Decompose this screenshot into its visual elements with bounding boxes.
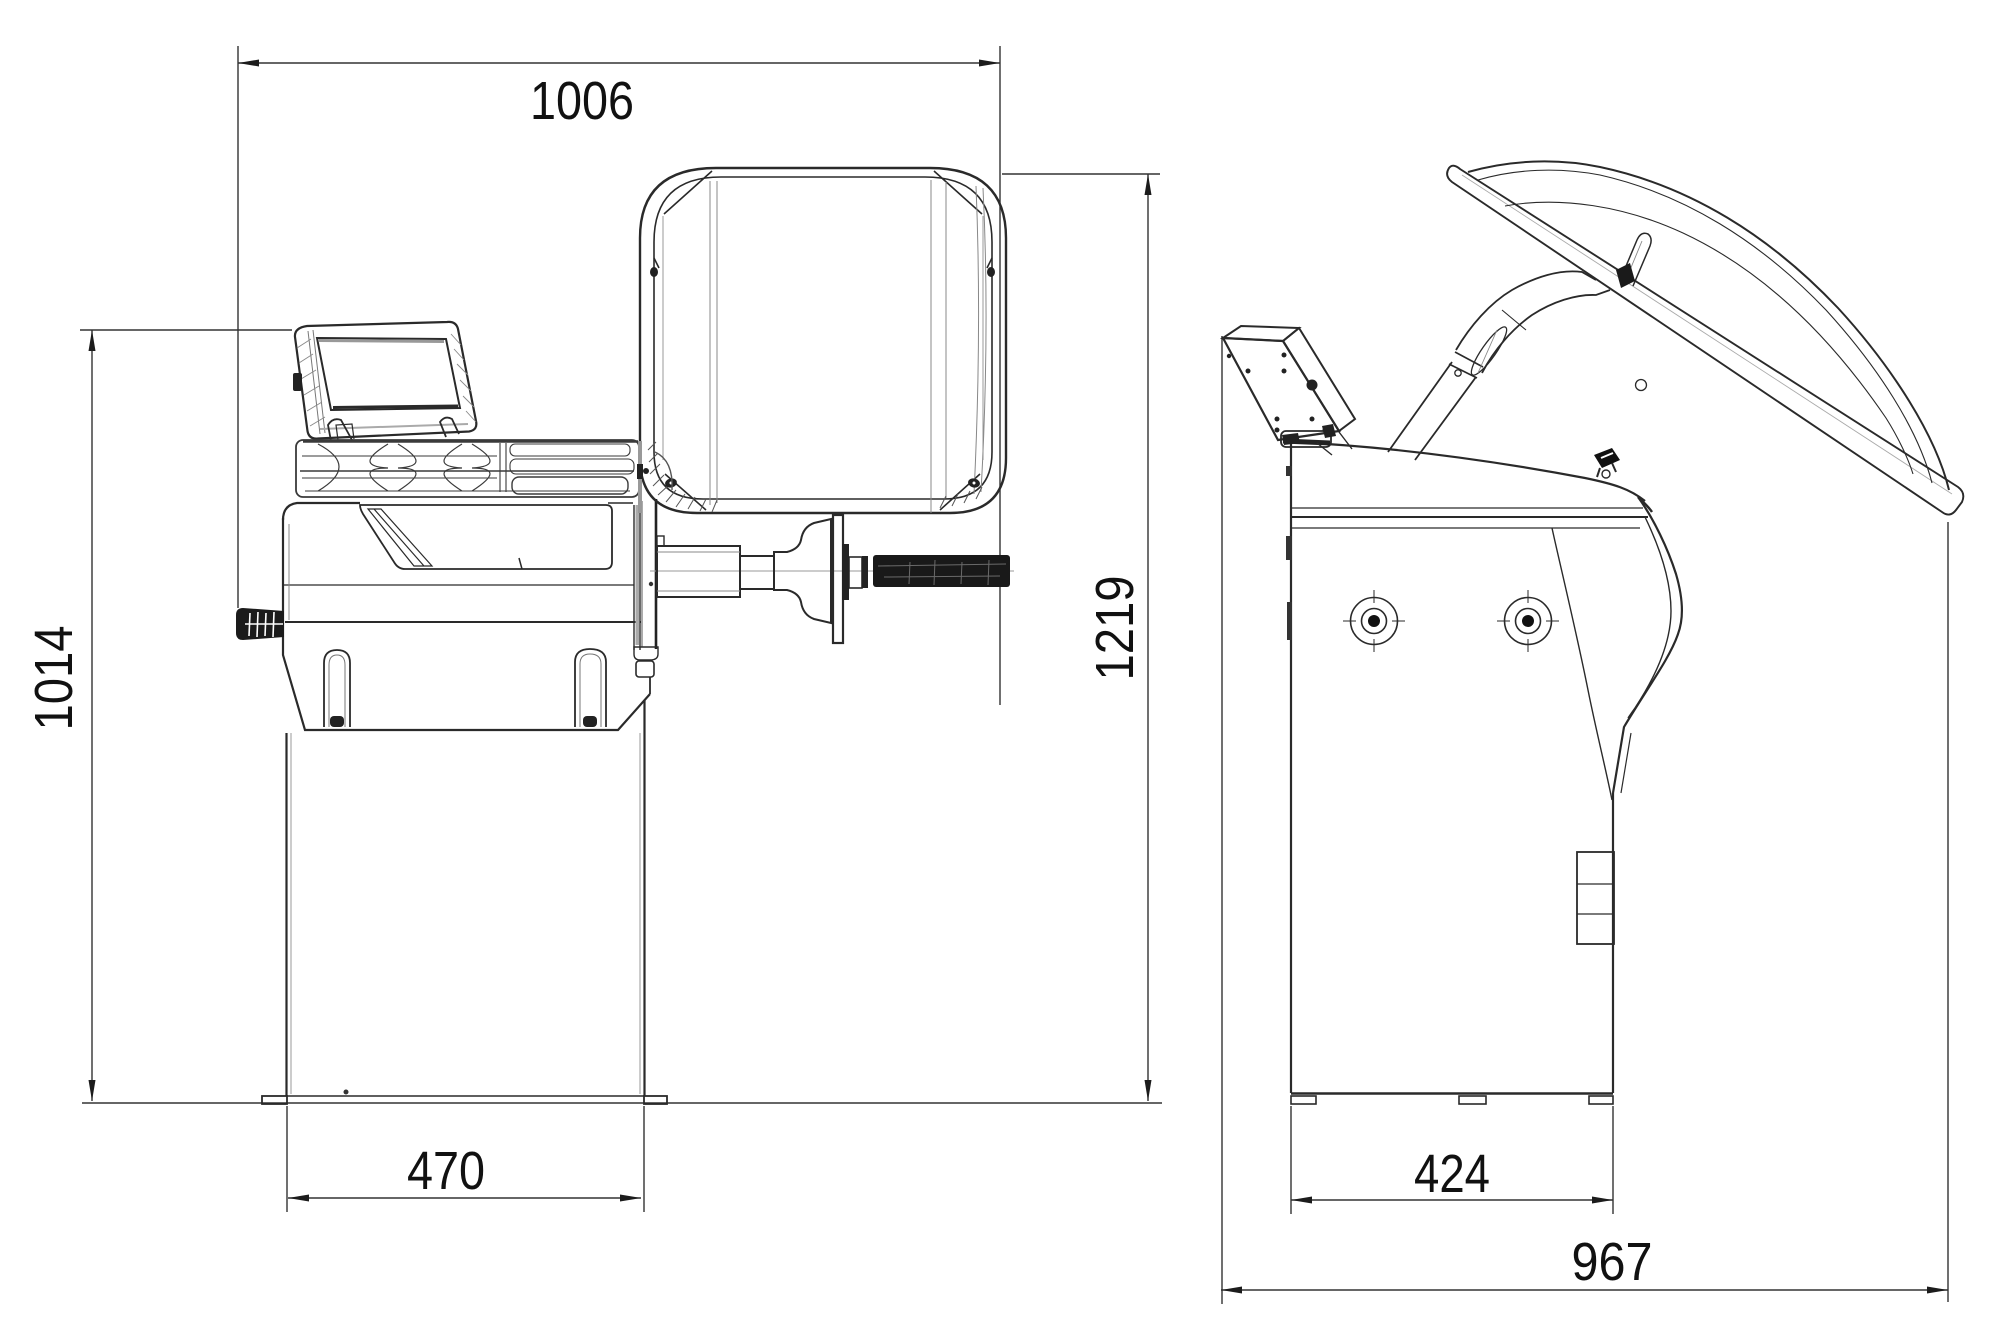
svg-text:967: 967 bbox=[1572, 1232, 1653, 1292]
svg-text:1006: 1006 bbox=[530, 71, 634, 131]
svg-text:1014: 1014 bbox=[24, 626, 84, 731]
svg-text:470: 470 bbox=[407, 1141, 485, 1201]
svg-text:424: 424 bbox=[1414, 1144, 1490, 1204]
svg-text:1219: 1219 bbox=[1085, 576, 1145, 681]
